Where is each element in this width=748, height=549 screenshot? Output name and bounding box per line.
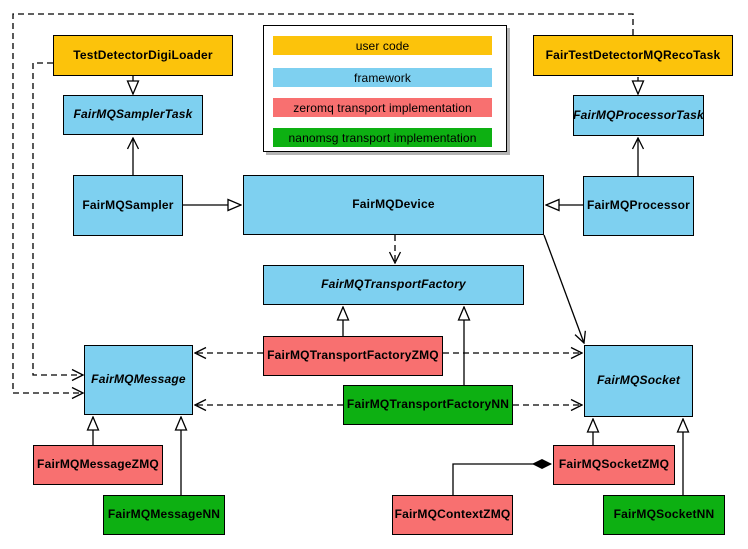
node-fairmqtransportfactory: FairMQTransportFactory xyxy=(263,265,524,305)
node-fairmqcontextzmq: FairMQContextZMQ xyxy=(392,495,513,535)
node-fairmqtransportfactoryzmq: FairMQTransportFactoryZMQ xyxy=(263,336,443,376)
node-fairmqsocketnn: FairMQSocketNN xyxy=(603,495,725,535)
edge-recotask-to-message xyxy=(12,13,634,393)
node-fairmqdevice: FairMQDevice xyxy=(243,175,544,235)
legend: user code framework zeromq transport imp… xyxy=(263,25,507,152)
legend-item-user-code: user code xyxy=(273,36,492,55)
node-fairmqsampler: FairMQSampler xyxy=(73,175,183,236)
node-testdetectordigiloader: TestDetectorDigiLoader xyxy=(53,35,233,76)
legend-item-zeromq: zeromq transport implementation xyxy=(273,98,492,117)
node-fairmqmessagenn: FairMQMessageNN xyxy=(103,495,225,535)
node-fairmqtransportfactorynn: FairMQTransportFactoryNN xyxy=(343,385,513,425)
node-fairmqsamplertask: FairMQSamplerTask xyxy=(63,95,203,135)
node-fairmqprocessor: FairMQProcessor xyxy=(583,176,694,236)
node-fairmqsocketzmq: FairMQSocketZMQ xyxy=(553,445,675,485)
node-fairmqsocket: FairMQSocket xyxy=(584,345,693,417)
node-fairmqmessagezmq: FairMQMessageZMQ xyxy=(33,445,163,485)
node-fairmqmessage: FairMQMessage xyxy=(84,345,193,415)
legend-item-nanomsg: nanomsg transport implementation xyxy=(273,128,492,147)
edge-digiloader-to-message xyxy=(32,62,83,375)
edge-contextzmq-to-socketzmq xyxy=(452,464,551,495)
node-fairmqprocessortask: FairMQProcessorTask xyxy=(573,95,704,136)
legend-item-framework: framework xyxy=(273,68,492,87)
node-fairtestdetectormqrecotask: FairTestDetectorMQRecoTask xyxy=(533,35,733,76)
edge-device-to-socket xyxy=(543,234,584,343)
